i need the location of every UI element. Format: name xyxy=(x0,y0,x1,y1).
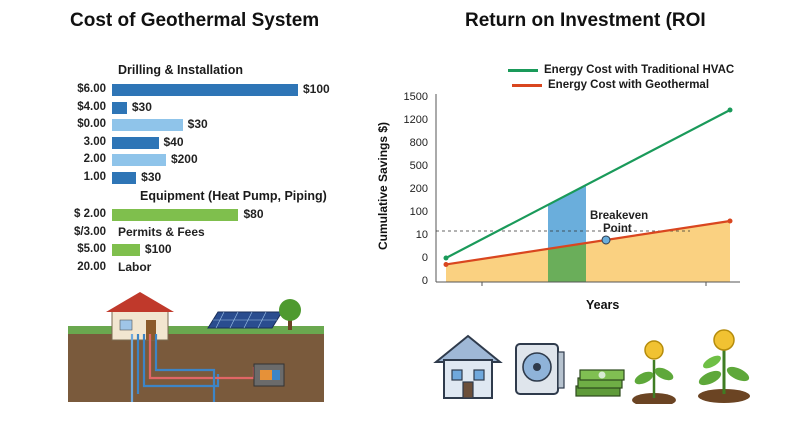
traditional-hvac-point xyxy=(443,255,449,261)
y-tick-label: 100 xyxy=(409,206,428,218)
drilling-bar xyxy=(112,101,127,114)
small-plant-coin-icon xyxy=(632,340,676,404)
geothermal-illustration xyxy=(68,292,324,402)
legend-swatch xyxy=(508,68,538,72)
traditional-hvac-point xyxy=(727,107,733,113)
house-icon xyxy=(106,292,174,341)
bottom-icon-row xyxy=(433,329,750,404)
legend-label: Energy Cost with Geothermal xyxy=(548,79,710,91)
drilling-bar xyxy=(112,84,298,96)
equipment-heading: Equipment (Heat Pump, Piping) xyxy=(140,189,327,203)
equipment-row-label: $5.00 xyxy=(77,243,106,255)
breakeven-label-line2: Point xyxy=(603,223,632,235)
equipment-row-label: $/3.00 xyxy=(74,225,106,238)
geothermal-line xyxy=(445,219,731,266)
large-plant-coin-icon xyxy=(698,329,750,403)
heat-pump-unit-icon xyxy=(253,363,285,387)
equipment-bar-value: $100 xyxy=(144,242,172,256)
drilling-heading: Drilling & Installation xyxy=(118,63,244,77)
house-icon xyxy=(433,334,503,399)
savings-band-green xyxy=(548,243,586,282)
drilling-bar-value: $30 xyxy=(187,117,208,131)
drilling-row-label: $6.00 xyxy=(77,83,106,95)
drilling-bar-value: $40 xyxy=(163,134,184,149)
drilling-bar xyxy=(112,119,183,131)
drilling-bar xyxy=(112,136,159,149)
drilling-row-label: $4.00 xyxy=(77,100,106,113)
drilling-bar-value: $100 xyxy=(303,82,330,96)
tree-icon xyxy=(279,299,301,330)
x-axis-title: Years xyxy=(586,298,620,312)
legend-label: Energy Cost with Traditional HVAC xyxy=(544,64,735,76)
equipment-row-label: $ 2.00 xyxy=(74,208,106,220)
y-tick-label: 1500 xyxy=(403,91,428,103)
equipment-bar-value: Permits & Fees xyxy=(118,224,205,239)
equipment-bar xyxy=(112,244,140,256)
drilling-bar xyxy=(112,171,137,184)
drilling-row-label: 3.00 xyxy=(83,135,106,148)
equipment-row-label: 20.00 xyxy=(77,260,106,273)
y-tick-label: 0 xyxy=(421,275,428,287)
y-tick-label: 800 xyxy=(409,137,428,149)
geothermal-area xyxy=(446,221,730,282)
traditional-hvac-line xyxy=(445,109,731,259)
drilling-row-label: 1.00 xyxy=(83,170,106,183)
legend-swatch xyxy=(512,83,542,87)
equipment-bar xyxy=(112,209,239,221)
y-tick-label: 10 xyxy=(415,229,428,241)
y-tick-label: 500 xyxy=(409,160,428,172)
equipment-bar-value: $80 xyxy=(243,207,264,221)
roi-title: Return on Investment (ROI xyxy=(465,10,706,31)
breakeven-label-line1: Breakeven xyxy=(590,210,649,222)
drilling-bar-value: $30 xyxy=(131,99,152,114)
geothermal-point xyxy=(443,261,449,267)
drilling-bar xyxy=(112,154,166,166)
money-stack-icon xyxy=(575,369,625,397)
legend-item: Energy Cost with Geothermal xyxy=(512,79,709,91)
grass-strip xyxy=(68,326,324,334)
geothermal-point xyxy=(727,218,733,224)
cost-title: Cost of Geothermal System xyxy=(70,10,320,31)
drilling-row-label: 2.00 xyxy=(83,153,106,165)
breakeven-point-marker xyxy=(601,235,611,245)
equipment-bar-value: Labor xyxy=(118,259,152,274)
heat-pump-icon xyxy=(515,343,565,395)
y-tick-label: 0 xyxy=(421,252,428,264)
y-tick-label: 1200 xyxy=(403,114,428,126)
drilling-bar-value: $200 xyxy=(170,152,198,166)
y-tick-label: 200 xyxy=(409,183,428,195)
drilling-bar-value: $30 xyxy=(141,169,162,184)
drilling-row-label: $0.00 xyxy=(77,118,106,130)
legend-item: Energy Cost with Traditional HVAC xyxy=(508,64,734,76)
